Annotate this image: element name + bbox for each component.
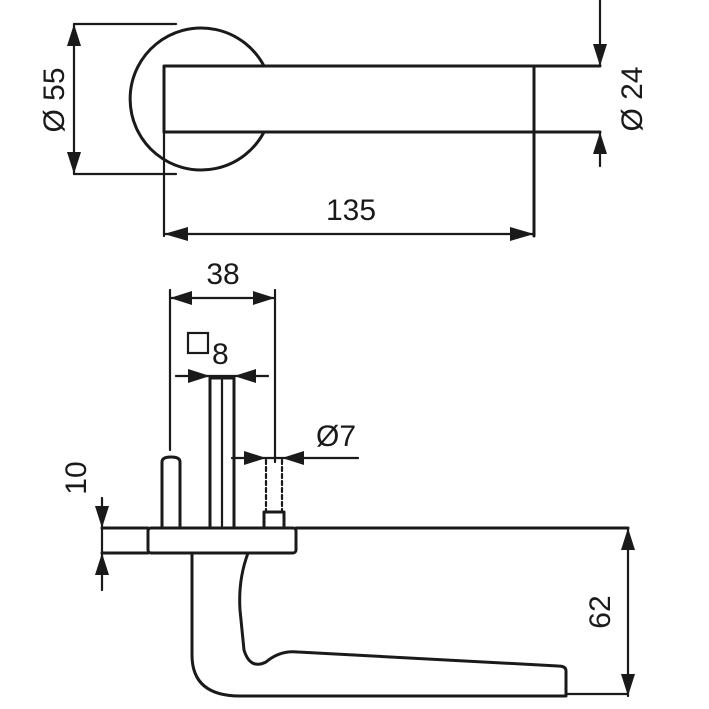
spacing-label: 38 (206, 258, 239, 291)
arrowhead (188, 369, 210, 383)
dimension-lever-length: 135 (162, 130, 536, 241)
spindle-square-label: 8 (212, 338, 229, 371)
dimension-spindle-square: 8 (174, 331, 270, 383)
top-view (128, 26, 602, 238)
dimension-spacing: 38 (168, 258, 277, 464)
arrowhead (95, 506, 109, 528)
lever-diameter-label: Ø 24 (616, 66, 649, 131)
dimension-rose-thickness: 10 (60, 461, 109, 592)
arrowhead (95, 553, 109, 575)
rose-circle-outline (128, 26, 266, 172)
arrowhead (67, 152, 81, 174)
dimension-rose-diameter: Ø 55 (38, 22, 178, 176)
projection-label: 62 (584, 595, 617, 628)
spindle (208, 376, 236, 530)
fixing-pin-right (262, 510, 286, 530)
lever-length-label: 135 (326, 194, 376, 227)
arrowhead (593, 44, 607, 66)
square-symbol-icon (186, 331, 210, 355)
dimension-pin-diameter: Ø7 (230, 420, 360, 465)
lever-handle-profile (190, 551, 568, 698)
arrowhead (234, 369, 256, 383)
rose-plate (146, 526, 298, 555)
arrowhead (282, 451, 304, 465)
side-view (100, 376, 630, 698)
arrowhead (170, 291, 192, 305)
pin-diameter-label: Ø7 (316, 420, 356, 453)
fixing-pin-left (160, 455, 182, 530)
arrowhead (621, 674, 635, 696)
arrowhead (593, 132, 607, 154)
arrowhead (510, 227, 534, 241)
dimension-lever-diameter: Ø 24 (593, 0, 649, 168)
rose-diameter-label: Ø 55 (38, 67, 71, 132)
lever-body-top (162, 64, 536, 134)
arrowhead (253, 291, 275, 305)
dimension-projection: 62 (584, 526, 635, 698)
arrowhead (244, 451, 266, 465)
arrowhead (621, 528, 635, 550)
arrowhead (164, 227, 188, 241)
rose-thickness-label: 10 (60, 461, 93, 494)
arrowhead (67, 24, 81, 46)
